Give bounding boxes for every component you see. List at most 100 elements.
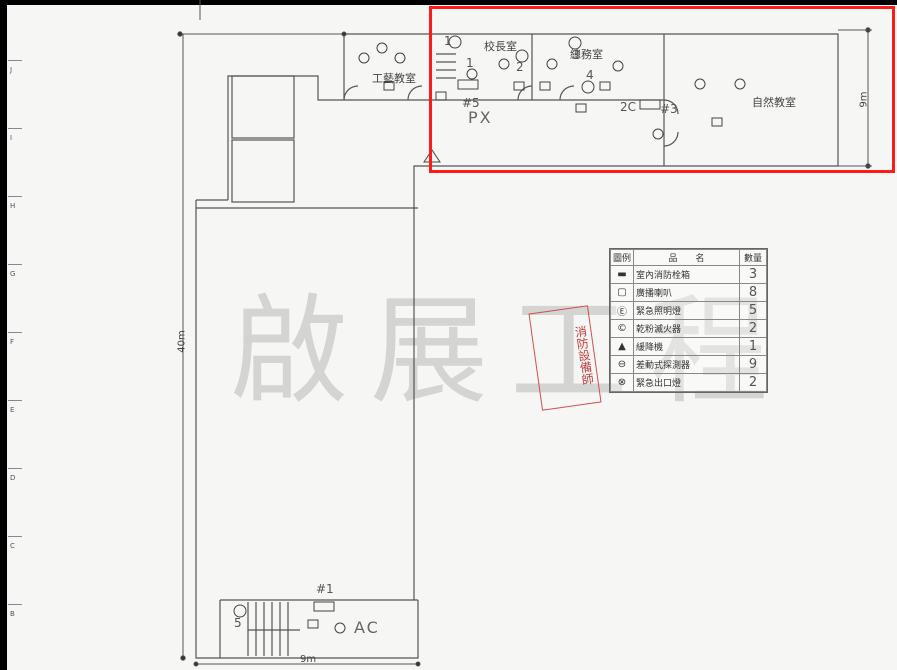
marker-px: PX	[468, 108, 493, 127]
row-letter: C	[10, 542, 15, 550]
legend-item-qty: 1	[739, 337, 767, 356]
room-label-general-affairs: 總務室	[570, 48, 603, 61]
row-letter: G	[10, 270, 16, 278]
smoke-detector-icon	[394, 52, 406, 64]
left-border	[0, 0, 7, 670]
edge-tick	[8, 400, 22, 401]
marker-h5: #5	[462, 96, 480, 110]
emergency-light-icon: Ⓔ	[617, 307, 627, 318]
legend-item-qty: 2	[739, 373, 767, 392]
marker-1-b: 1	[466, 56, 474, 70]
extinguisher-icon: ©	[617, 323, 627, 334]
legend-item-name: 廣播喇叭	[633, 283, 740, 302]
emergency-light-icon	[581, 80, 595, 94]
dimension-40m: 40m	[176, 330, 188, 353]
marker-3: 3	[572, 48, 580, 62]
legend-item-name: 緩降機	[633, 337, 740, 356]
legend-header-qty: 數量	[739, 249, 767, 266]
smoke-detector-icon	[376, 42, 388, 54]
legend-row: ▲ 緩降機 1	[610, 337, 767, 356]
speaker-icon	[513, 81, 525, 91]
row-letter: H	[10, 202, 16, 210]
smoke-detector-icon	[546, 58, 558, 70]
legend-item-qty: 9	[739, 355, 767, 374]
marker-1: 1	[444, 34, 452, 48]
emergency-light-icon	[568, 36, 582, 50]
legend-item-qty: 5	[739, 301, 767, 320]
edge-tick	[8, 60, 22, 61]
legend-item-qty: 3	[739, 265, 767, 284]
legend-header-name: 品 名	[633, 249, 740, 266]
room-label-principal: 校長室	[484, 40, 517, 53]
row-letter: F	[10, 338, 15, 346]
legend-header-symbol: 圖例	[610, 249, 634, 266]
room-label-science: 自然教室	[752, 96, 796, 109]
row-letter: J	[10, 66, 13, 74]
marker-4: 4	[586, 68, 594, 82]
marker-5: 5	[234, 616, 242, 630]
smoke-detector-icon: ⊖	[617, 359, 627, 370]
smoke-detector-icon	[734, 78, 746, 90]
dimension-9m-bottom: 9m	[300, 654, 317, 665]
top-border	[0, 0, 897, 5]
marker-h1: #1	[316, 582, 334, 596]
smoke-detector-icon	[358, 52, 370, 64]
edge-tick	[8, 264, 22, 265]
exit-light-icon	[334, 622, 346, 634]
speaker-icon	[383, 81, 395, 91]
marker-2c: 2C	[620, 100, 637, 114]
speaker-icon	[539, 81, 551, 91]
edge-tick	[8, 536, 22, 537]
row-letter: I	[10, 134, 13, 142]
highlight-box	[429, 6, 895, 173]
speaker-icon	[307, 619, 319, 629]
speaker-icon	[711, 117, 723, 127]
legend-item-name: 緊急出口燈	[633, 373, 740, 392]
emergency-light-icon	[233, 604, 247, 618]
legend-table: 圖例 品 名 數量 ▬ 室內消防栓箱 3 ▢ 廣播喇叭 8 Ⓔ 緊急照明燈 5 …	[609, 248, 768, 393]
legend-item-name: 緊急照明燈	[633, 301, 740, 320]
legend-row: Ⓔ 緊急照明燈 5	[610, 301, 767, 320]
legend-row: ▬ 室內消防栓箱 3	[610, 265, 767, 284]
hydrant-box-icon	[639, 99, 661, 110]
hydrant-box-icon	[457, 79, 479, 90]
row-letter: D	[10, 474, 16, 482]
exit-light-icon	[652, 128, 664, 140]
marker-ac: AC	[354, 618, 380, 637]
speaker-icon	[435, 91, 447, 101]
speaker-icon: ▢	[617, 287, 627, 298]
smoke-detector-icon	[498, 58, 510, 70]
legend-item-name: 差動式探測器	[633, 355, 740, 374]
row-letter: E	[10, 406, 15, 414]
legend-row: ▢ 廣播喇叭 8	[610, 283, 767, 302]
extinguisher-icon	[466, 68, 478, 80]
room-label-craft: 工藝教室	[372, 72, 416, 85]
legend-row: ⊖ 差動式探測器 9	[610, 355, 767, 374]
edge-tick	[8, 196, 22, 197]
smoke-detector-icon	[694, 78, 706, 90]
edge-tick	[8, 468, 22, 469]
hydrant-box-icon: ▬	[617, 269, 627, 280]
exit-light-icon: ⊗	[617, 377, 627, 388]
legend-item-name: 室內消防栓箱	[633, 265, 740, 284]
legend-row: ⊗ 緊急出口燈 2	[610, 373, 767, 392]
speaker-icon	[599, 81, 611, 91]
marker-2: 2	[516, 60, 524, 74]
emergency-light-icon	[448, 35, 462, 49]
emergency-light-icon	[515, 49, 529, 63]
smoke-detector-icon	[612, 60, 624, 72]
speaker-icon	[575, 103, 587, 113]
hydrant-box-icon	[313, 601, 335, 612]
edge-tick	[8, 332, 22, 333]
legend-item-name: 乾粉滅火器	[633, 319, 740, 338]
marker-h3: #3	[660, 102, 678, 116]
edge-tick	[8, 128, 22, 129]
edge-tick	[8, 604, 22, 605]
legend-item-qty: 8	[739, 283, 767, 302]
row-letter: B	[10, 610, 15, 618]
descender-icon: ▲	[618, 341, 626, 352]
legend-row: © 乾粉滅火器 2	[610, 319, 767, 338]
